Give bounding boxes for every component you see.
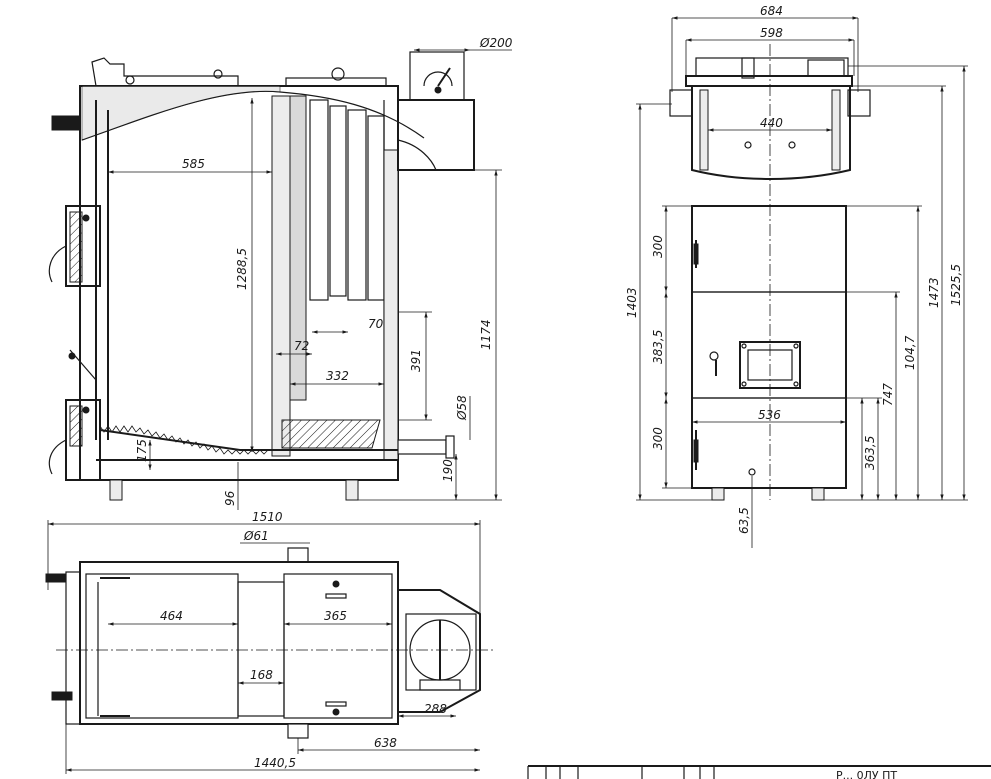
dim-363: 363,5 [863, 436, 877, 470]
side-section-view: 585 1288,5 70 72 391 332 1174 Ø200 Ø58 1… [48, 36, 513, 510]
dim-d61: Ø61 [243, 529, 269, 543]
front-view: 684 598 440 1403 300 383,5 300 536 104,7… [625, 4, 968, 548]
dim-1403: 1403 [625, 287, 639, 318]
top-view: 1510 Ø61 464 365 1 [45, 510, 494, 774]
dim-638: 638 [374, 736, 397, 750]
dim-464: 464 [160, 609, 183, 623]
dim-1047: 104,7 [903, 335, 917, 370]
dim-300-bot: 300 [651, 427, 665, 450]
dim-72: 72 [294, 339, 309, 353]
dim-190: 190 [441, 459, 455, 482]
dim-684: 684 [760, 4, 783, 18]
dim-1440: 1440,5 [254, 756, 296, 770]
dim-300-top: 300 [651, 235, 665, 258]
dim-440: 440 [760, 116, 783, 130]
dim-332: 332 [326, 369, 349, 383]
dim-598: 598 [760, 26, 783, 40]
dim-175: 175 [135, 439, 149, 462]
dim-585: 585 [182, 157, 205, 171]
dim-1288: 1288,5 [235, 248, 249, 290]
dim-d200: Ø200 [479, 36, 513, 50]
dim-63: 63,5 [737, 507, 751, 534]
dim-747: 747 [881, 383, 895, 406]
dim-d58: Ø58 [455, 395, 469, 421]
dim-1473: 1473 [927, 277, 941, 308]
title-block: Р... 0ЛУ ПТ [527, 765, 991, 779]
dim-383: 383,5 [651, 330, 665, 364]
dim-1510: 1510 [252, 510, 283, 524]
dim-365: 365 [324, 609, 347, 623]
dim-96: 96 [223, 490, 237, 506]
dim-288: 288 [424, 702, 447, 716]
dim-168: 168 [250, 668, 273, 682]
dim-1174: 1174 [479, 319, 493, 350]
dim-70: 70 [368, 317, 384, 331]
title-block-text: Р... 0ЛУ ПТ [836, 769, 897, 779]
dim-536: 536 [758, 408, 781, 422]
dim-391: 391 [409, 349, 423, 372]
dim-1525: 1525,5 [949, 264, 963, 306]
